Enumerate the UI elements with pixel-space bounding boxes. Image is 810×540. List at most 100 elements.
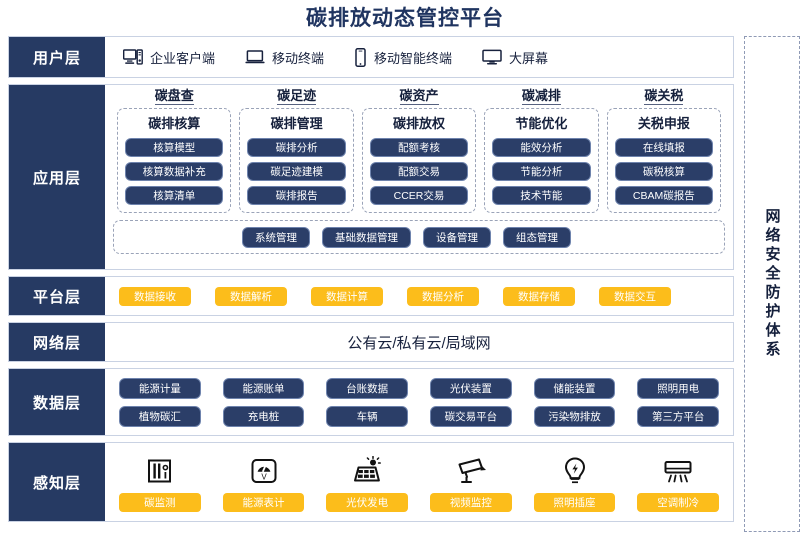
- svg-text:V: V: [261, 472, 267, 481]
- management-button-configuration[interactable]: 组态管理: [503, 226, 571, 248]
- user-terminal-label: 移动智能终端: [374, 50, 453, 66]
- data-item-vehicle[interactable]: 车辆: [326, 405, 409, 427]
- data-item-energy-bill[interactable]: 能源账单: [222, 377, 305, 399]
- management-button-system[interactable]: 系统管理: [242, 226, 310, 248]
- layer-sense: 感知层 碳监测: [8, 442, 734, 522]
- app-column-title: 碳盘查: [154, 88, 194, 105]
- app-item-button[interactable]: 碳足迹建模: [247, 162, 346, 181]
- layer-body-user: 企业客户端 移动终端: [105, 37, 733, 77]
- light-bulb-icon: [562, 452, 588, 486]
- app-item-button[interactable]: 核算模型: [125, 138, 224, 157]
- layer-body-application: 碳盘查 碳排核算 核算模型 核算数据补充 核算清单 碳足迹 碳排管理 碳排分析: [105, 85, 733, 269]
- app-item-button[interactable]: 碳排报告: [247, 186, 346, 205]
- user-terminal-large-screen[interactable]: 大屏幕: [482, 48, 548, 67]
- platform-item-data-receive[interactable]: 数据接收: [119, 286, 191, 306]
- app-item-button[interactable]: 碳税核算: [614, 162, 714, 181]
- data-item-storage-device[interactable]: 储能装置: [533, 377, 616, 399]
- app-card-title: 节能优化: [515, 116, 568, 131]
- sense-device-list: 碳监测 V 能源表计: [105, 443, 733, 521]
- layer-label-platform: 平台层: [9, 277, 105, 315]
- data-item-pollutant-emission[interactable]: 污染物排放: [533, 405, 616, 427]
- layer-label-sense: 感知层: [9, 443, 105, 521]
- desktop-pc-icon: [123, 49, 143, 65]
- user-terminal-mobile[interactable]: 移动终端: [245, 48, 324, 67]
- app-column-carbon-reduction: 碳减排 节能优化 能效分析 节能分析 技术节能: [484, 88, 599, 213]
- layer-body-platform: 数据接收 数据解析 数据计算 数据分析 数据存储 数据交互: [105, 277, 733, 315]
- app-item-button[interactable]: 技术节能: [492, 186, 591, 205]
- application-management-group: 系统管理 基础数据管理 设备管理 组态管理: [113, 220, 725, 254]
- data-item-ledger-data[interactable]: 台账数据: [326, 377, 409, 399]
- layer-user: 用户层: [8, 36, 734, 78]
- cctv-camera-icon: [455, 452, 487, 486]
- platform-item-data-storage[interactable]: 数据存储: [503, 286, 575, 306]
- platform-item-data-exchange[interactable]: 数据交互: [599, 286, 671, 306]
- app-card: 关税申报 在线填报 碳税核算 CBAM碳报告: [606, 108, 722, 213]
- data-item-pv-device[interactable]: 光伏装置: [430, 377, 512, 399]
- data-item-carbon-trading-platform[interactable]: 碳交易平台: [430, 405, 512, 427]
- sense-device-lighting-socket[interactable]: 照明插座: [533, 452, 616, 512]
- platform-item-data-compute[interactable]: 数据计算: [311, 286, 383, 306]
- app-card-title: 碳排管理: [270, 116, 323, 131]
- data-item-lighting-power[interactable]: 照明用电: [637, 377, 720, 399]
- layer-network: 网络层 公有云/私有云/局域网: [8, 322, 734, 362]
- app-card-title: 碳排核算: [148, 116, 201, 131]
- user-terminal-label: 移动终端: [272, 50, 325, 66]
- app-item-button[interactable]: 碳排分析: [247, 138, 346, 157]
- app-item-button[interactable]: CBAM碳报告: [614, 186, 714, 205]
- app-column-title: 碳关税: [644, 88, 684, 105]
- app-card: 碳排核算 核算模型 核算数据补充 核算清单: [117, 108, 232, 213]
- app-item-button[interactable]: 配额交易: [369, 162, 469, 181]
- platform-capability-list: 数据接收 数据解析 数据计算 数据分析 数据存储 数据交互: [105, 277, 733, 315]
- app-card: 碳排放权 配额考核 配额交易 CCER交易: [361, 108, 477, 213]
- data-item-third-party-platform[interactable]: 第三方平台: [637, 405, 720, 427]
- app-item-button[interactable]: 核算清单: [125, 186, 224, 205]
- app-item-button[interactable]: 在线填报: [614, 138, 714, 157]
- layer-label-user: 用户层: [9, 37, 105, 77]
- platform-item-data-parse[interactable]: 数据解析: [215, 286, 287, 306]
- data-item-plant-carbon-sink[interactable]: 植物碳汇: [119, 405, 201, 427]
- energy-meter-icon: V: [249, 452, 279, 486]
- platform-item-data-analysis[interactable]: 数据分析: [407, 286, 479, 306]
- network-description: 公有云/私有云/局域网: [347, 334, 491, 352]
- security-system-column: 网络安全防护体系: [744, 36, 800, 532]
- sense-device-air-conditioning[interactable]: 空调制冷: [637, 452, 720, 512]
- user-terminal-smart-mobile[interactable]: 移动智能终端: [354, 47, 453, 67]
- app-column-title: 碳资产: [399, 88, 439, 105]
- app-item-button[interactable]: 配额考核: [369, 138, 469, 157]
- app-card-title: 关税申报: [637, 116, 690, 131]
- user-terminal-enterprise-client[interactable]: 企业客户端: [123, 48, 215, 67]
- app-column-title: 碳足迹: [277, 88, 317, 105]
- management-button-base-data[interactable]: 基础数据管理: [322, 226, 411, 248]
- sense-device-carbon-monitor[interactable]: 碳监测: [119, 452, 201, 512]
- sense-device-video-surveillance[interactable]: 视频监控: [430, 452, 512, 512]
- app-column-carbon-tariff: 碳关税 关税申报 在线填报 碳税核算 CBAM碳报告: [606, 88, 722, 213]
- page-title: 碳排放动态管控平台: [306, 7, 504, 30]
- data-item-energy-metering[interactable]: 能源计量: [119, 377, 201, 399]
- user-terminal-list: 企业客户端 移动终端: [105, 37, 733, 77]
- layer-stack: 用户层: [8, 36, 734, 528]
- app-item-button[interactable]: 节能分析: [492, 162, 591, 181]
- data-source-row: 植物碳汇 充电桩 车辆 碳交易平台 污染物排放 第三方平台: [119, 405, 720, 427]
- sense-device-label: 碳监测: [119, 493, 201, 512]
- carbon-monitor-icon: [145, 452, 175, 486]
- sense-device-label: 视频监控: [430, 493, 512, 512]
- sense-device-energy-meter[interactable]: V 能源表计: [222, 452, 305, 512]
- management-button-device[interactable]: 设备管理: [423, 226, 491, 248]
- layer-platform: 平台层 数据接收 数据解析 数据计算 数据分析 数据存储 数据交互: [8, 276, 734, 316]
- smartphone-icon: [354, 47, 367, 67]
- layer-label-application: 应用层: [9, 85, 105, 269]
- data-item-charging-pile[interactable]: 充电桩: [222, 405, 305, 427]
- sense-device-label: 能源表计: [222, 493, 305, 512]
- app-card: 节能优化 能效分析 节能分析 技术节能: [484, 108, 599, 213]
- user-terminal-label: 企业客户端: [150, 50, 216, 66]
- app-column-carbon-footprint: 碳足迹 碳排管理 碳排分析 碳足迹建模 碳排报告: [239, 88, 354, 213]
- layer-label-data: 数据层: [9, 369, 105, 435]
- monitor-icon: [482, 49, 502, 65]
- app-item-button[interactable]: 能效分析: [492, 138, 591, 157]
- app-column-title: 碳减排: [521, 88, 561, 105]
- app-item-button[interactable]: 核算数据补充: [125, 162, 224, 181]
- layer-application: 应用层 碳盘查 碳排核算 核算模型 核算数据补充 核算清单 碳足迹: [8, 84, 734, 270]
- app-item-button[interactable]: CCER交易: [369, 186, 469, 205]
- sense-device-label: 光伏发电: [326, 493, 409, 512]
- sense-device-solar-power[interactable]: 光伏发电: [326, 452, 409, 512]
